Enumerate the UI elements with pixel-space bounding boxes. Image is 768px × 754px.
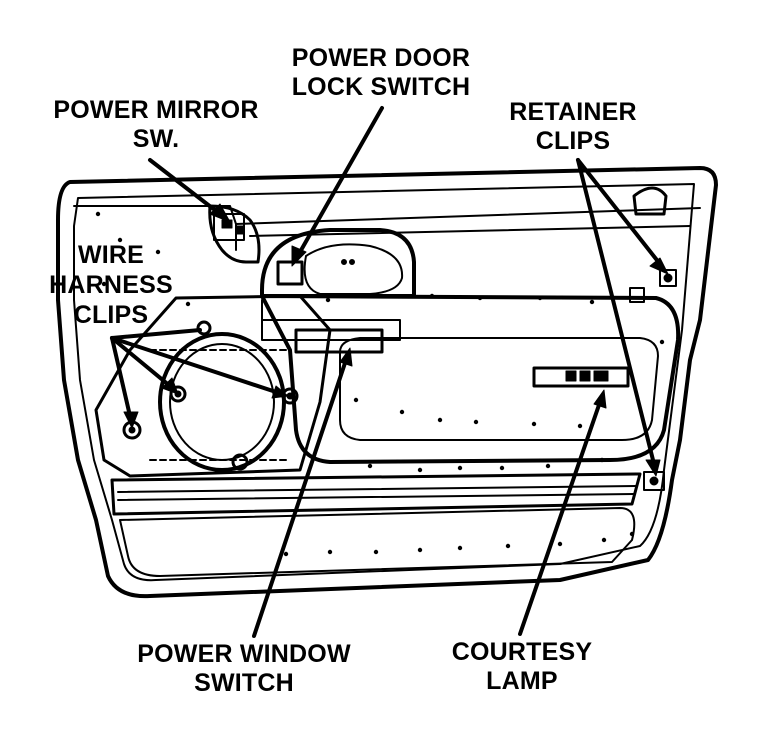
door-panel-inner-outline: [73, 183, 695, 582]
power-door-lock-switch-body: [276, 260, 304, 286]
wire-harness-clips-label: WIRE HARNESS CLIPS: [40, 240, 182, 330]
power-window-switch-line-1: POWER WINDOW: [137, 640, 351, 668]
retainer-clips-label: RETAINER CLIPS: [498, 98, 648, 156]
retainer-clips-line-2: CLIPS: [535, 127, 611, 155]
lock-switch-bezel: [260, 228, 416, 298]
wire-harness-clips-line-2: HARNESS: [49, 271, 173, 299]
power-door-lock-switch-line-2: LOCK SWITCH: [291, 73, 471, 101]
wire-harness-clips-line-1: WIRE: [77, 241, 145, 269]
power-mirror-switch-line-1: POWER MIRROR: [53, 96, 259, 124]
power-window-switch-label: POWER WINDOW SWITCH: [118, 640, 370, 698]
armrest: [260, 294, 681, 464]
power-mirror-switch-label: POWER MIRROR SW.: [36, 96, 276, 154]
courtesy-lamp-line-2: LAMP: [486, 667, 558, 695]
power-window-switch-body: [294, 328, 384, 354]
power-door-lock-switch-label: POWER DOOR LOCK SWITCH: [276, 44, 486, 102]
power-door-lock-switch-line-1: POWER DOOR: [291, 44, 471, 72]
window-switch-bezel: [532, 366, 630, 388]
courtesy-lamp-line-1: COURTESY: [451, 638, 593, 666]
retainer-clips-line-1: RETAINER: [509, 98, 637, 126]
inner-door-frame: [94, 294, 332, 478]
fastener-dots: [95, 211, 665, 557]
map-pocket: [110, 472, 642, 516]
lower-trim-edge: [119, 507, 636, 577]
door-panel-outline: [56, 166, 718, 599]
power-window-switch-line-2: SWITCH: [194, 669, 294, 697]
leader-lines: [110, 106, 669, 638]
courtesy-lamp-label: COURTESY LAMP: [434, 638, 610, 696]
power-mirror-switch-line-2: SW.: [132, 125, 180, 153]
wire-harness-clips-line-3: CLIPS: [73, 301, 149, 329]
